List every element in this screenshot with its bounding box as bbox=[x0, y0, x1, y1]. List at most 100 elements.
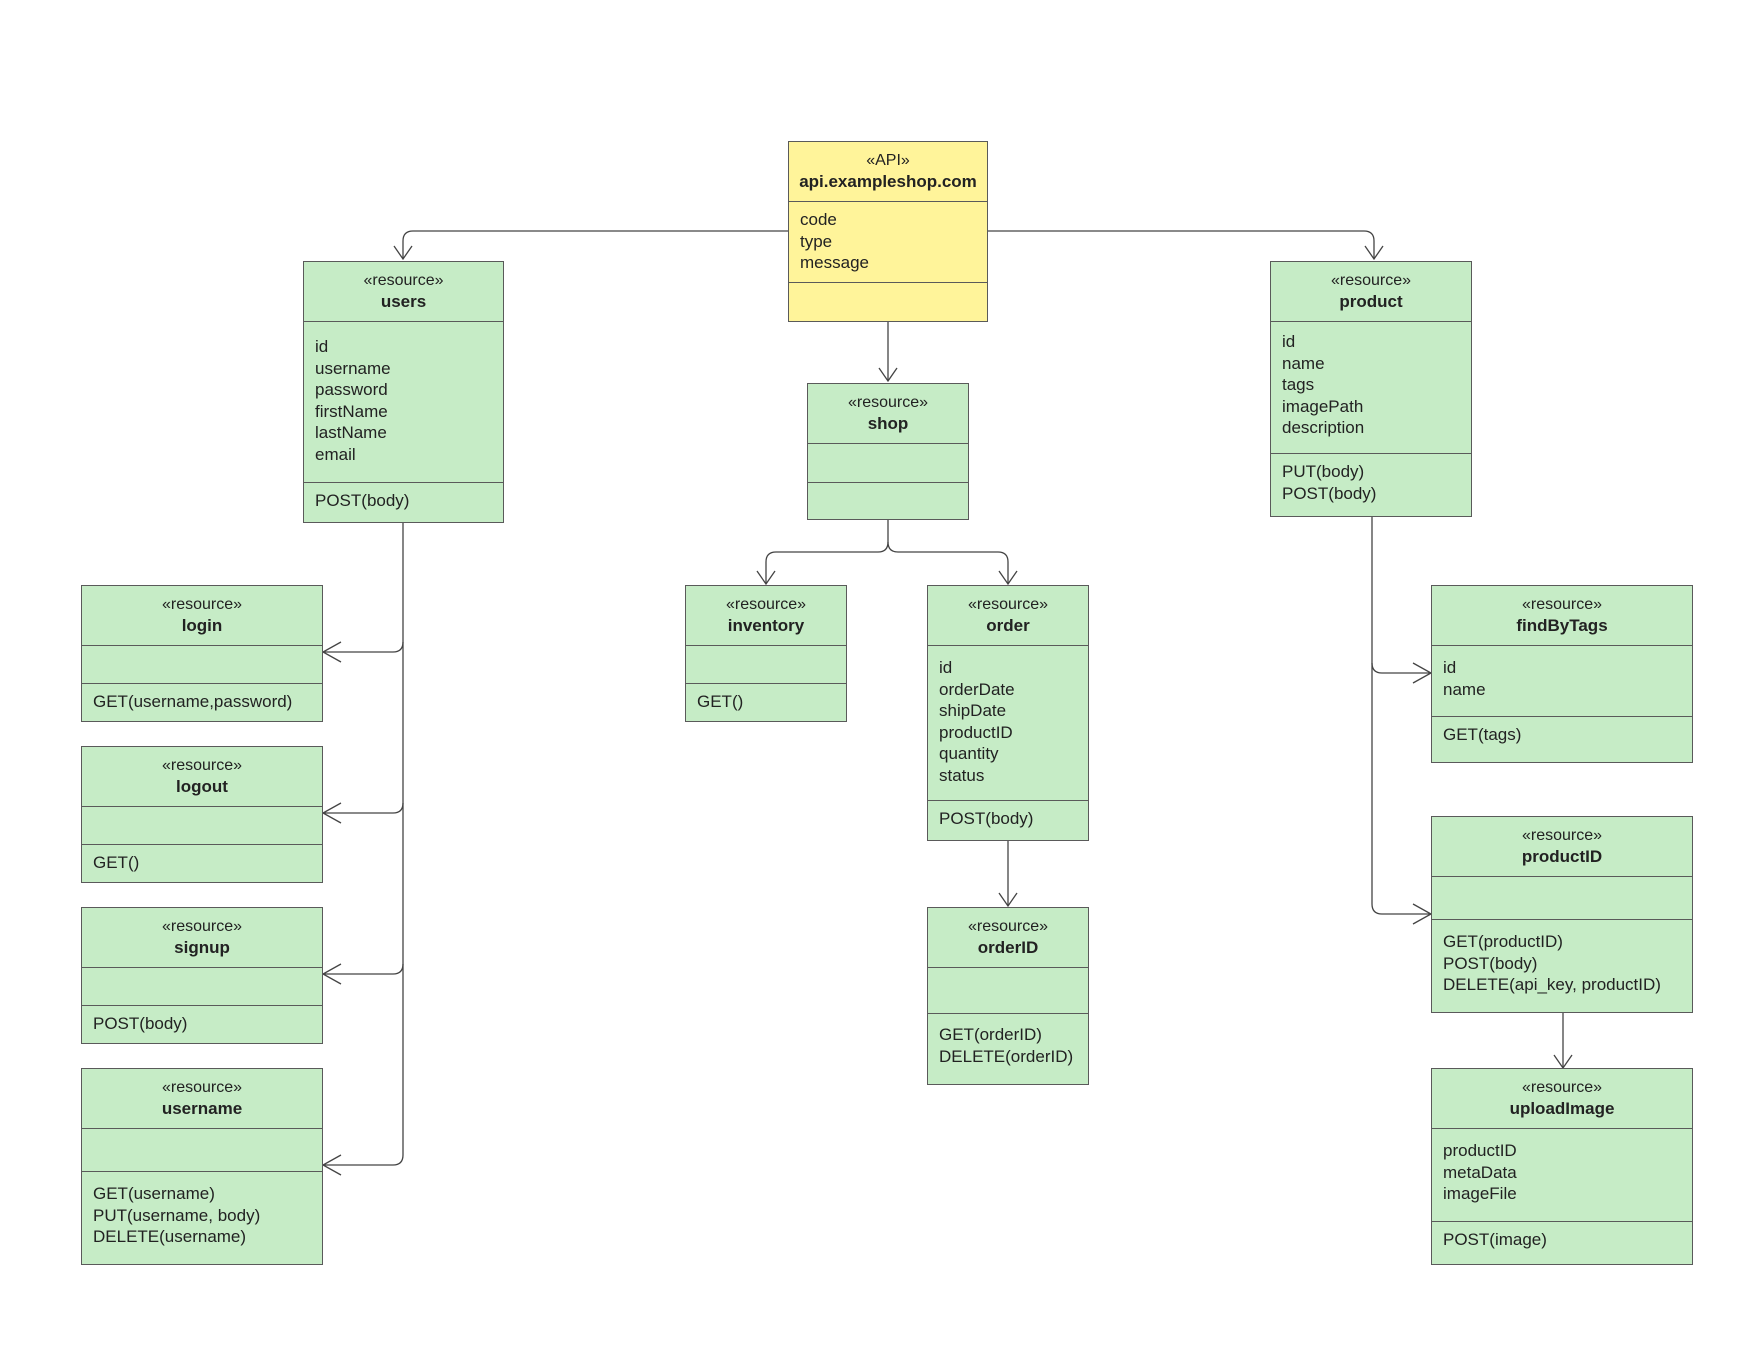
node-methods: PUT(body) POST(body) bbox=[1271, 454, 1471, 511]
edge-api-users bbox=[402, 230, 788, 259]
edge-product-productid bbox=[1371, 663, 1431, 915]
method: POST(body) bbox=[1282, 483, 1377, 503]
node-stereotype: «resource» bbox=[967, 918, 1049, 935]
method: POST(image) bbox=[1443, 1230, 1547, 1249]
node-methods: GET(username) PUT(username, body) DELETE… bbox=[82, 1172, 322, 1255]
arrowhead-logout bbox=[321, 802, 342, 824]
attribute: username bbox=[315, 358, 391, 378]
arrowhead-signup bbox=[321, 963, 342, 985]
node-name: product bbox=[1339, 292, 1403, 311]
node-shop[interactable]: «resource» shop bbox=[807, 383, 969, 520]
node-stereotype: «resource» bbox=[847, 394, 929, 411]
node-stereotype: «resource» bbox=[161, 918, 243, 935]
attribute: code bbox=[800, 210, 837, 229]
node-uploadimage[interactable]: «resource» uploadImage productID metaDat… bbox=[1431, 1068, 1693, 1265]
attribute: description bbox=[1282, 418, 1365, 437]
node-attributes bbox=[82, 1129, 322, 1172]
node-methods: GET(tags) bbox=[1432, 717, 1692, 753]
attribute: email bbox=[315, 444, 356, 464]
edge-users-trunk bbox=[323, 523, 404, 1166]
method: GET(orderID) bbox=[939, 1025, 1042, 1044]
node-stereotype: «resource» bbox=[1330, 272, 1412, 289]
attribute: productID bbox=[939, 722, 1013, 742]
node-attributes: id orderDate shipDate productID quantity… bbox=[928, 646, 1088, 801]
method: GET(tags) bbox=[1443, 725, 1522, 744]
node-signup[interactable]: «resource» signup POST(body) bbox=[81, 907, 323, 1044]
node-attributes: code type message bbox=[789, 202, 987, 283]
method: POST(body) bbox=[93, 1014, 188, 1033]
node-name: inventory bbox=[727, 616, 805, 635]
node-api-header: «API» api.exampleshop.com bbox=[789, 142, 987, 202]
node-attributes bbox=[808, 444, 968, 483]
node-stereotype: «resource» bbox=[161, 757, 243, 774]
attribute: message bbox=[800, 253, 869, 272]
node-stereotype: «resource» bbox=[1521, 827, 1603, 844]
node-stereotype: «resource» bbox=[967, 596, 1049, 613]
arrowhead-orderid bbox=[998, 892, 1018, 908]
node-name: uploadImage bbox=[1509, 1099, 1615, 1118]
attribute: status bbox=[939, 765, 985, 785]
method: POST(body) bbox=[939, 809, 1034, 828]
node-login[interactable]: «resource» login GET(username,password) bbox=[81, 585, 323, 722]
edge-shop-order bbox=[887, 541, 1009, 584]
node-product-header: «resource» product bbox=[1271, 262, 1471, 322]
attribute: name bbox=[1443, 679, 1486, 699]
node-methods: POST(body) bbox=[82, 1006, 322, 1042]
node-methods: GET() bbox=[686, 684, 846, 720]
arrowhead-product bbox=[1364, 245, 1384, 261]
attribute: orderDate bbox=[939, 679, 1015, 699]
node-login-header: «resource» login bbox=[82, 586, 322, 646]
node-name: users bbox=[380, 292, 427, 311]
node-order[interactable]: «resource» order id orderDate shipDate p… bbox=[927, 585, 1089, 841]
node-attributes bbox=[82, 807, 322, 845]
node-name: logout bbox=[176, 777, 228, 796]
node-methods bbox=[808, 483, 968, 497]
node-orderid[interactable]: «resource» orderID GET(orderID) DELETE(o… bbox=[927, 907, 1089, 1085]
node-stereotype: «resource» bbox=[725, 596, 807, 613]
edge-shop-split bbox=[765, 520, 889, 584]
node-name: order bbox=[986, 616, 1030, 635]
node-order-header: «resource» order bbox=[928, 586, 1088, 646]
method: DELETE(api_key, productID) bbox=[1443, 975, 1661, 994]
node-stereotype: «API» bbox=[866, 152, 910, 169]
attribute: imagePath bbox=[1282, 396, 1364, 416]
method: PUT(body) bbox=[1282, 462, 1365, 481]
node-methods: POST(image) bbox=[1432, 1222, 1692, 1258]
method: DELETE(username) bbox=[93, 1227, 247, 1246]
node-methods: GET(productID) POST(body) DELETE(api_key… bbox=[1432, 920, 1692, 1003]
node-users-header: «resource» users bbox=[304, 262, 503, 322]
method: PUT(username, body) bbox=[93, 1205, 261, 1225]
node-name: username bbox=[161, 1099, 243, 1118]
edge-users-logout bbox=[323, 802, 404, 814]
node-product[interactable]: «resource» product id name tags imagePat… bbox=[1270, 261, 1472, 517]
attribute: password bbox=[315, 380, 388, 399]
node-logout-header: «resource» logout bbox=[82, 747, 322, 807]
node-users[interactable]: «resource» users id username password fi… bbox=[303, 261, 504, 523]
attribute: tags bbox=[1282, 375, 1315, 394]
node-attributes bbox=[82, 968, 322, 1006]
node-methods: POST(body) bbox=[928, 801, 1088, 837]
method: GET() bbox=[697, 692, 744, 711]
node-logout[interactable]: «resource» logout GET() bbox=[81, 746, 323, 883]
method: GET(username) bbox=[93, 1184, 215, 1203]
node-attributes bbox=[1432, 877, 1692, 920]
node-productid[interactable]: «resource» productID GET(productID) POST… bbox=[1431, 816, 1693, 1013]
node-inventory[interactable]: «resource» inventory GET() bbox=[685, 585, 847, 722]
node-username[interactable]: «resource» username GET(username) PUT(us… bbox=[81, 1068, 323, 1265]
node-stereotype: «resource» bbox=[161, 596, 243, 613]
node-username-header: «resource» username bbox=[82, 1069, 322, 1129]
node-signup-header: «resource» signup bbox=[82, 908, 322, 968]
edge-users-signup bbox=[323, 963, 404, 975]
node-attributes: id name bbox=[1432, 646, 1692, 717]
node-shop-header: «resource» shop bbox=[808, 384, 968, 444]
attribute: lastName bbox=[315, 423, 387, 442]
node-findbytags[interactable]: «resource» findByTags id name GET(tags) bbox=[1431, 585, 1693, 763]
method: GET(username,password) bbox=[93, 692, 293, 711]
node-methods: GET(username,password) bbox=[82, 684, 322, 720]
edge-api-product bbox=[988, 230, 1375, 259]
node-api[interactable]: «API» api.exampleshop.com code type mess… bbox=[788, 141, 988, 322]
node-productid-header: «resource» productID bbox=[1432, 817, 1692, 877]
node-attributes bbox=[82, 646, 322, 684]
node-methods: GET() bbox=[82, 845, 322, 881]
